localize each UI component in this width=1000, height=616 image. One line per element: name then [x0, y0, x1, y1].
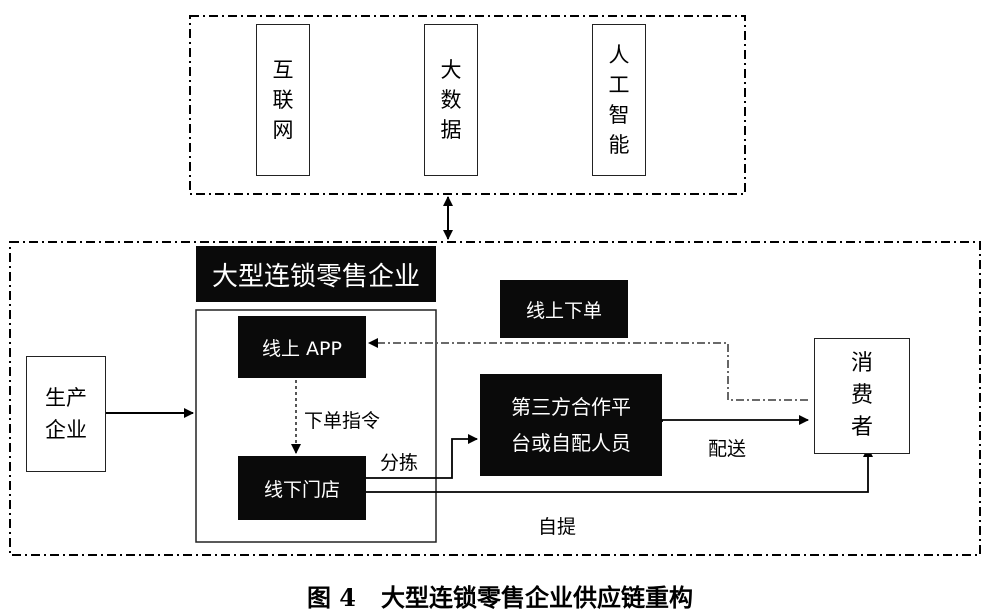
- sorting-arrow: [366, 434, 478, 479]
- enterprise-title-text: 大型连锁零售企业: [211, 261, 420, 292]
- producer-box: 生产 企业: [26, 356, 106, 472]
- consumer-box: 消 费 者: [814, 338, 910, 454]
- online-app-box: 线上 APP: [238, 316, 366, 378]
- enterprise-container: [195, 309, 437, 543]
- offline-store-box: 线下门店: [238, 456, 366, 520]
- online-order-label: 线上下单: [525, 299, 602, 322]
- offline-store-label: 线下门店: [263, 478, 340, 501]
- self-pickup-label: 自提: [538, 516, 577, 538]
- third-party-label: 第三方合作平 台或自配人员: [511, 395, 631, 455]
- big-data-box: 大 数 据: [424, 24, 478, 176]
- delivery-arrow: [661, 415, 809, 425]
- delivery-label: 配送: [708, 438, 747, 460]
- enterprise-title: 大型连锁零售企业: [196, 246, 436, 302]
- sorting-label: 分拣: [380, 452, 419, 474]
- online-app-label: 线上 APP: [262, 337, 342, 360]
- online-order-arrow: [368, 338, 808, 401]
- self-pickup-arrow: [366, 447, 873, 493]
- technology-group-frame: [189, 15, 746, 195]
- ai-label: 人 工 智 能: [608, 43, 630, 157]
- big-data-label: 大 数 据: [440, 58, 462, 142]
- figure-caption: 图 4 大型连锁零售企业供应链重构: [306, 583, 694, 612]
- supply-chain-frame: [9, 241, 981, 556]
- internet-box: 互 联 网: [256, 24, 310, 176]
- order-instruction-label: 下单指令: [304, 410, 381, 432]
- consumer-label: 消 费 者: [850, 351, 873, 440]
- online-order-label-box: 线上下单: [500, 280, 628, 338]
- producer-label: 生产 企业: [45, 386, 87, 442]
- internet-label: 互 联 网: [272, 58, 294, 142]
- ai-box: 人 工 智 能: [592, 24, 646, 176]
- third-party-box: 第三方合作平 台或自配人员: [480, 374, 662, 476]
